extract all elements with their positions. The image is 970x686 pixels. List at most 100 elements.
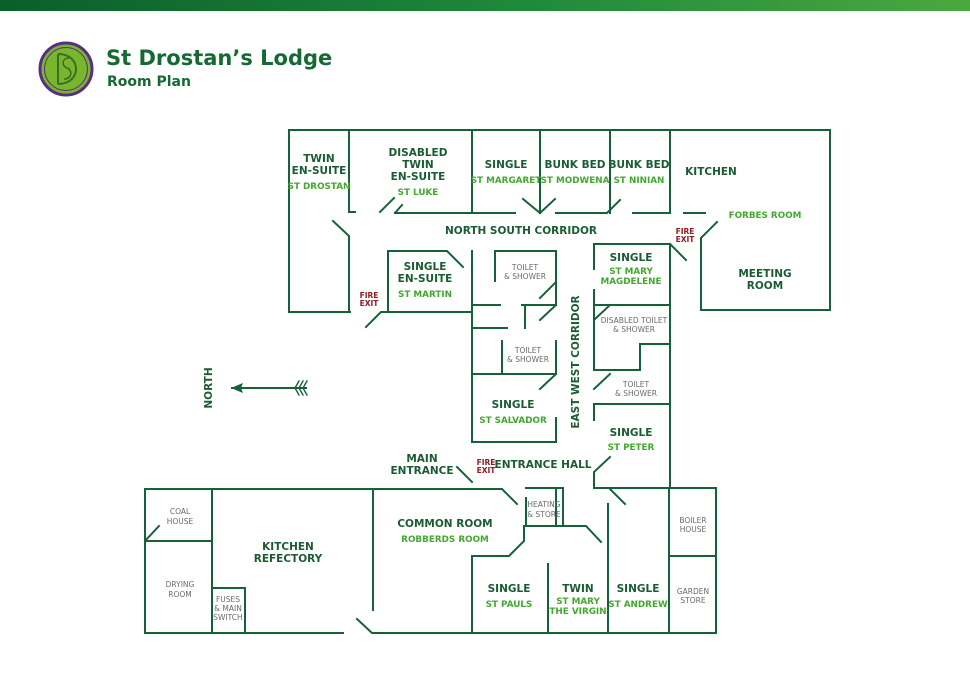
compass-north-label: NORTH [203, 367, 215, 408]
room-label-text: SINGLE [485, 159, 528, 171]
room-label-text: TWIN [402, 159, 433, 171]
room-label-text: DISABLED TOILET [601, 316, 668, 325]
room-label-text: FUSES [216, 595, 240, 604]
room-label-text: MAGDELENE [600, 277, 661, 287]
room-st-salvador: SINGLE ST SALVADOR [479, 399, 547, 426]
room-label-text: MAIN [406, 453, 437, 465]
room-label-text: ST PAULS [486, 600, 533, 610]
room-label-text: TWIN [303, 153, 334, 165]
room-st-peter: SINGLE ST PETER [608, 427, 655, 453]
room-label-text: MEETING [738, 268, 791, 280]
east-west-corridor-label: EAST WEST CORRIDOR [570, 295, 582, 428]
page-title: St Drostan’s Lodge [106, 46, 333, 70]
room-label-text: ST LUKE [398, 188, 439, 198]
room-label-text: COAL [170, 507, 191, 516]
lodge-logo-icon [38, 41, 94, 97]
room-label-text: EXIT [360, 299, 380, 308]
room-label-text: ST PETER [608, 443, 655, 453]
room-label-text: SINGLE [610, 427, 653, 439]
room-st-mary-magdelene: SINGLE ST MARY MAGDELENE [600, 252, 661, 287]
room-label-text: SINGLE [617, 583, 660, 595]
room-label-text: THE VIRGIN [549, 607, 606, 617]
room-st-pauls: SINGLE ST PAULS [486, 583, 533, 610]
room-st-drostan: TWIN EN-SUITE ST DROSTAN [288, 153, 351, 192]
room-label-text: FIRE [477, 458, 496, 467]
room-label-text: BOILER [679, 516, 706, 525]
room-label-text: HOUSE [167, 517, 194, 526]
room-label-text: ST MARGARET [471, 176, 542, 186]
room-coal-house: COAL HOUSE [167, 507, 194, 526]
room-label-text: ST MARTIN [398, 290, 452, 300]
room-forbes-meeting: FORBES ROOM MEETING ROOM [729, 211, 802, 292]
room-label-text: ST NINIAN [614, 176, 665, 186]
room-label-text: TOILET [514, 346, 542, 355]
room-kitchen: KITCHEN [685, 166, 737, 178]
room-label-text: SINGLE [610, 252, 653, 264]
room-toilet-shower-2: TOILET & SHOWER [507, 346, 549, 364]
room-label-text: ROOM [168, 590, 192, 599]
room-st-modwena: BUNK BED ST MODWENA [541, 159, 610, 186]
fire-exit-kitchen: FIRE EXIT [676, 227, 696, 244]
room-label-text: & SHOWER [613, 325, 655, 334]
room-label-text: KITCHEN [262, 541, 314, 553]
header-gradient-bar [0, 0, 970, 11]
room-label-text: EXIT [477, 466, 497, 475]
room-label-text: SINGLE [492, 399, 535, 411]
page-subtitle: Room Plan [107, 74, 191, 90]
room-drying-room: DRYING ROOM [166, 580, 195, 599]
room-label-text: ROOM [747, 280, 783, 292]
room-label-text: ST MARY [609, 267, 653, 277]
room-kitchen-refectory: KITCHEN REFECTORY [254, 541, 323, 565]
room-label-text: FORBES ROOM [729, 211, 802, 221]
room-st-ninian: BUNK BED ST NINIAN [608, 159, 669, 186]
room-label-text: EN-SUITE [398, 273, 453, 285]
room-toilet-shower-1: TOILET & SHOWER [504, 263, 546, 281]
room-label-text: ST SALVADOR [479, 416, 547, 426]
room-label-text: HEATING [527, 500, 560, 509]
room-label-text: & SHOWER [504, 272, 546, 281]
room-toilet-shower-3: TOILET & SHOWER [615, 380, 657, 398]
room-label-text: HOUSE [680, 525, 707, 534]
room-st-luke: DISABLED TWIN EN-SUITE ST LUKE [389, 147, 448, 198]
north-south-corridor-label: NORTH SOUTH CORRIDOR [445, 225, 597, 237]
room-label-text: ST MARY [556, 597, 600, 607]
room-label-text: ENTRANCE [391, 465, 454, 477]
floor-plan-walls [143, 129, 831, 634]
room-label-text: FIRE [676, 227, 695, 236]
room-label-text: SINGLE [404, 261, 447, 273]
room-label-text: EXIT [676, 235, 696, 244]
room-garden-store: GARDEN STORE [677, 587, 709, 605]
fire-exit-west: FIRE EXIT [360, 291, 380, 308]
room-label-text: ST ANDREW [608, 600, 668, 610]
room-label-text: BUNK BED [544, 159, 605, 171]
room-label-text: ST DROSTAN [288, 182, 351, 192]
room-label-text: ST MODWENA [541, 176, 610, 186]
room-st-mary-virgin: TWIN ST MARY THE VIRGIN [549, 583, 606, 617]
room-label-text: COMMON ROOM [397, 518, 492, 530]
room-label-text: GARDEN [677, 587, 709, 596]
room-label-text: FIRE [360, 291, 379, 300]
room-label-text: & STORE [527, 510, 561, 519]
room-label-text: TWIN [562, 583, 593, 595]
room-label-text: DRYING [166, 580, 195, 589]
room-disabled-toilet: DISABLED TOILET & SHOWER [601, 316, 668, 334]
room-heating-store: HEATING & STORE [527, 500, 561, 519]
main-entrance-label: MAIN ENTRANCE [391, 453, 454, 477]
room-label-text: REFECTORY [254, 553, 323, 565]
room-label-text: SINGLE [488, 583, 531, 595]
fire-exit-hall: FIRE EXIT [477, 458, 497, 475]
room-label-text: EN-SUITE [292, 165, 347, 177]
north-compass-icon [231, 380, 308, 396]
room-label-text: ROBBERDS ROOM [401, 535, 489, 545]
room-st-andrew: SINGLE ST ANDREW [608, 583, 668, 610]
room-fuses: FUSES & MAIN SWITCH [213, 595, 242, 622]
room-label-text: SWITCH [213, 613, 242, 622]
room-label-text: & SHOWER [615, 389, 657, 398]
room-label-text: EN-SUITE [391, 171, 446, 183]
room-label-text: DISABLED [389, 147, 448, 159]
room-label-text: TOILET [622, 380, 650, 389]
room-st-martin: SINGLE EN-SUITE ST MARTIN [398, 261, 453, 300]
room-label-text: STORE [680, 596, 705, 605]
entrance-hall-label: ENTRANCE HALL [495, 459, 592, 471]
